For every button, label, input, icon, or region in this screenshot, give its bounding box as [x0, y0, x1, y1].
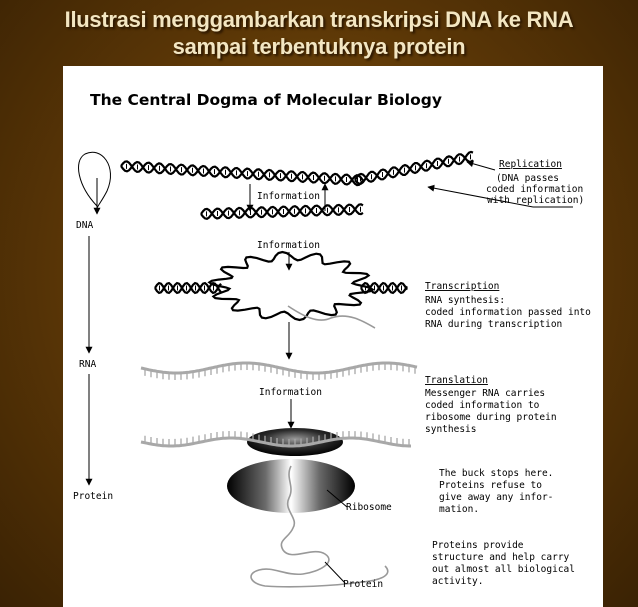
slide-title-line-2: sampai terbentuknya protein: [172, 34, 466, 59]
figure-heading: The Central Dogma of Molecular Biology: [90, 91, 442, 109]
protein-note-line-4: activity.: [432, 576, 483, 587]
dna-strand-a: [154, 281, 222, 295]
dna-strand-a: [360, 281, 408, 295]
replication-line-3: with replication): [487, 195, 584, 206]
info-label-transcription: Information: [257, 240, 320, 251]
central-dogma-diagram: The Central Dogma of Molecular Biology D…: [73, 91, 591, 590]
transcription-title: Transcription: [425, 281, 499, 292]
dna-double-helix-copy: [200, 203, 364, 220]
info-label-translation: Information: [259, 387, 322, 398]
slide-title-line-1: Ilustrasi menggambarkan transkripsi DNA …: [64, 7, 574, 32]
axis-label-rna: RNA: [79, 359, 96, 370]
mrna-bases: [144, 431, 410, 446]
polypeptide-chain: [250, 465, 389, 588]
protein-note-line-3: out almost all biological: [432, 564, 575, 575]
buck-stops-line-1: The buck stops here.: [439, 468, 553, 479]
replication-line-2: coded information: [486, 184, 583, 195]
ribosome-label: Ribosome: [346, 502, 392, 513]
mrna-backbone: [140, 436, 411, 448]
protein-note-line-1: Proteins provide: [432, 540, 524, 551]
dna-transcription-bubble: [207, 250, 375, 322]
dna-strand-b: [154, 281, 222, 295]
replication-pointer-1: [466, 160, 496, 171]
dna-helix-transcription-left: [154, 281, 222, 295]
translation-title: Translation: [425, 375, 488, 386]
info-label-replication: Information: [257, 191, 320, 202]
axis-label-protein: Protein: [73, 491, 113, 502]
protein-note-line-2: structure and help carry: [432, 552, 570, 563]
buck-stops-line-2: Proteins refuse to: [439, 480, 542, 491]
dna-strand-b: [200, 203, 364, 220]
dna-loop: [78, 151, 112, 209]
transcription-line-3: RNA during transcription: [425, 319, 562, 330]
dna-double-helix-top-right: [354, 150, 474, 185]
mrna-strand: [140, 361, 418, 380]
mrna-bases: [144, 363, 416, 380]
dna-double-helix-top: [120, 160, 364, 187]
dna-strand-b: [120, 160, 364, 187]
translation-line-3: ribosome during protein: [425, 412, 557, 423]
mrna-backbone: [140, 361, 418, 375]
mrna-on-ribosome: [140, 431, 411, 448]
protein-pointer: [324, 561, 346, 584]
buck-stops-line-4: mation.: [439, 504, 479, 515]
transcription-line-1: RNA synthesis:: [425, 295, 505, 306]
slide-title: Ilustrasi menggambarkan transkripsi DNA …: [0, 6, 638, 60]
dna-strand-a: [354, 153, 474, 185]
replication-pointer-2b: [427, 184, 534, 208]
transcription-line-2: coded information passed into: [425, 307, 591, 318]
replication-title: Replication: [499, 159, 562, 170]
dna-helix-transcription-right: [360, 281, 408, 295]
dna-strand-b: [354, 150, 474, 183]
figure-panel: The Central Dogma of Molecular Biology D…: [63, 66, 603, 607]
axis-label-dna: DNA: [76, 220, 93, 231]
mrna-nascent-strand: [287, 305, 376, 329]
protein-label: Protein: [343, 579, 383, 590]
dna-strand-a: [200, 203, 364, 220]
ribosome-pointer: [326, 489, 348, 508]
translation-line-2: coded information to: [425, 400, 540, 411]
buck-stops-line-3: give away any infor-: [439, 492, 553, 503]
translation-line-1: Messenger RNA carries: [425, 388, 545, 399]
translation-line-4: synthesis: [425, 424, 476, 435]
dna-strand-b: [360, 281, 408, 295]
replication-line-1: (DNA passes: [496, 173, 559, 184]
